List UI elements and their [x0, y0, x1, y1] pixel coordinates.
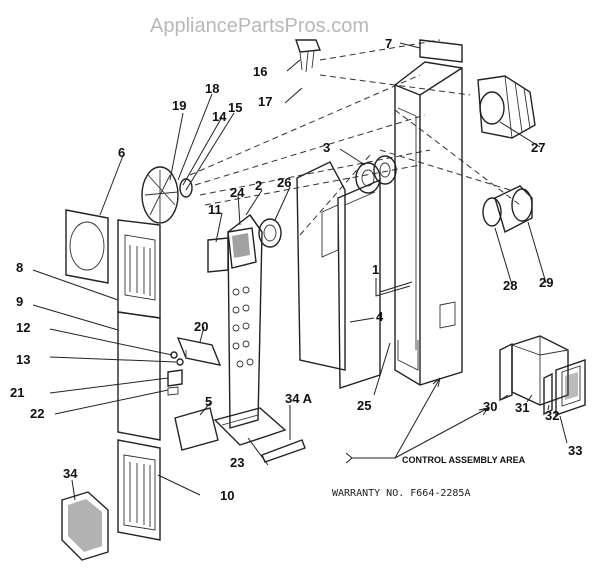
part-16-module: [295, 39, 321, 73]
label-5: 5: [205, 394, 212, 409]
part-30-bracket: [499, 342, 513, 402]
part-labels: 7 16 17 18 19 15 14 6 3 2 24 26 11 27 1 …: [10, 36, 582, 503]
part-27-blower-housing: [477, 75, 536, 139]
label-13: 13: [16, 352, 30, 367]
label-29: 29: [539, 275, 553, 290]
part-9-middle-panel: [117, 311, 161, 441]
part-3-ring: [355, 155, 397, 194]
part-29-motor: [494, 185, 533, 234]
label-10: 10: [220, 488, 234, 503]
part-5-bracket: [174, 407, 219, 451]
label-4: 4: [376, 309, 384, 324]
part-20-bracket: [176, 337, 222, 366]
label-34: 34: [63, 466, 78, 481]
label-19: 19: [172, 98, 186, 113]
label-7: 7: [385, 36, 392, 51]
part-22-label: [167, 386, 179, 396]
label-1: 1: [372, 262, 379, 277]
label-32: 32: [545, 408, 559, 423]
label-8: 8: [16, 260, 23, 275]
main-cabinet: [394, 61, 463, 386]
label-9: 9: [16, 294, 23, 309]
part-28-ring: [482, 197, 502, 227]
part-6-fan-panel: [65, 209, 109, 284]
part-7-top-plate: [419, 39, 463, 63]
label-25: 25: [357, 398, 371, 413]
label-26: 26: [277, 175, 291, 190]
warranty-number: WARRANTY NO. F664-2285A: [332, 488, 470, 499]
label-30: 30: [483, 399, 497, 414]
watermark-text: AppliancePartsPros.com: [150, 15, 369, 37]
control-assembly-pointer: [345, 377, 489, 464]
label-22: 22: [30, 406, 44, 421]
label-2: 2: [255, 178, 262, 193]
label-28: 28: [503, 278, 517, 293]
label-33: 33: [568, 443, 582, 458]
label-20: 20: [194, 319, 208, 334]
part-8-upper-panel: [117, 219, 161, 319]
label-17: 17: [258, 94, 272, 109]
label-14: 14: [212, 109, 227, 124]
part-14-15-hub: [179, 178, 193, 198]
label-6: 6: [118, 145, 125, 160]
part-23-base: [213, 407, 287, 446]
label-16: 16: [253, 64, 267, 79]
part-10-lower-panel: [117, 439, 161, 541]
fan-blade: [141, 166, 179, 224]
assembly-dashed-lines: [189, 39, 521, 236]
arrow-part-1: [375, 278, 411, 297]
control-assembly-area-label: CONTROL ASSEMBLY AREA: [402, 455, 526, 465]
label-34a: 34 A: [285, 391, 313, 406]
part-34-grille: [61, 491, 109, 561]
label-23: 23: [230, 455, 244, 470]
label-18: 18: [205, 81, 219, 96]
label-24: 24: [230, 185, 245, 200]
back-divider-panel: [296, 161, 346, 371]
part-13-knob: [176, 358, 184, 366]
label-27: 27: [531, 140, 545, 155]
label-3: 3: [323, 140, 330, 155]
part-33-grille: [555, 359, 586, 416]
part-2-control-column: [227, 213, 263, 429]
label-12: 12: [16, 320, 30, 335]
part-26-ring: [258, 218, 282, 248]
label-31: 31: [515, 400, 529, 415]
leader-lines: [32, 42, 568, 501]
label-11: 11: [208, 202, 222, 217]
part-11-relay: [207, 237, 229, 273]
part-32-frame: [543, 372, 553, 416]
part-24-control-board: [227, 227, 257, 269]
part-31-filter-box: [511, 335, 569, 406]
label-15: 15: [228, 100, 242, 115]
label-21: 21: [10, 385, 24, 400]
part-34a-clip: [261, 439, 306, 463]
part-21-switch: [167, 369, 183, 387]
